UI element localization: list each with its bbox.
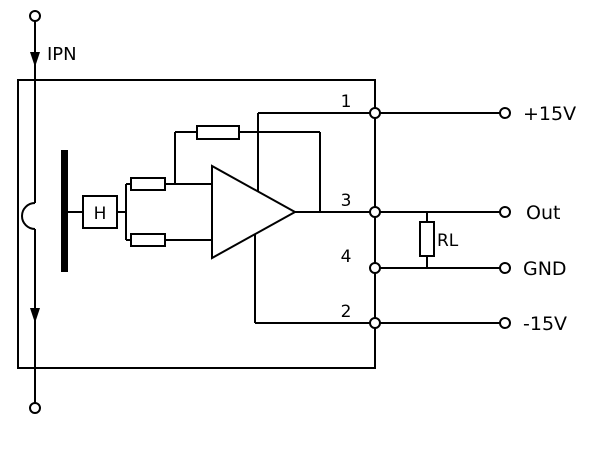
opamp-triangle bbox=[211, 164, 298, 260]
primary-terminal-top bbox=[29, 10, 41, 22]
primary-current-label: IPN bbox=[47, 44, 77, 65]
primary-loop-bump bbox=[21, 202, 36, 230]
pin-4-number: 4 bbox=[341, 247, 352, 267]
load-resistor-branch bbox=[419, 212, 435, 268]
feedback-network bbox=[174, 125, 321, 212]
current-arrow-top-icon bbox=[30, 52, 40, 67]
terminal-plus15v-node bbox=[499, 107, 511, 119]
primary-terminal-bottom bbox=[29, 402, 41, 414]
terminal-minus15v-label: -15V bbox=[523, 313, 567, 335]
bias-resistor-top bbox=[130, 177, 166, 191]
pin-1-node bbox=[369, 107, 381, 119]
pin-3-node bbox=[369, 206, 381, 218]
pin-4-node bbox=[369, 262, 381, 274]
terminal-out-node bbox=[499, 206, 511, 218]
terminal-out-label: Out bbox=[526, 202, 560, 224]
load-resistor-label: RL bbox=[437, 231, 459, 251]
hall-element-label: H bbox=[94, 204, 107, 224]
load-resistor bbox=[419, 221, 435, 257]
primary-conductor bbox=[21, 10, 41, 414]
terminal-minus15v-node bbox=[499, 317, 511, 329]
hall-element bbox=[68, 184, 127, 240]
pin-2-number: 2 bbox=[341, 302, 352, 322]
terminal-plus15v-label: +15V bbox=[523, 103, 576, 125]
pin-2-node bbox=[369, 317, 381, 329]
terminal-gnd-node bbox=[499, 262, 511, 274]
terminal-gnd-label: GND bbox=[523, 258, 567, 280]
current-arrow-bottom-icon bbox=[30, 308, 40, 323]
pin-3-number: 3 bbox=[341, 191, 352, 211]
pin-1-number: 1 bbox=[341, 92, 352, 112]
input-network bbox=[126, 177, 212, 247]
sensor-package-outline bbox=[17, 79, 376, 369]
hall-element-box bbox=[82, 195, 118, 229]
magnetic-core-bar bbox=[61, 150, 68, 272]
feedback-resistor bbox=[196, 125, 240, 140]
bias-resistor-bottom bbox=[130, 233, 166, 247]
